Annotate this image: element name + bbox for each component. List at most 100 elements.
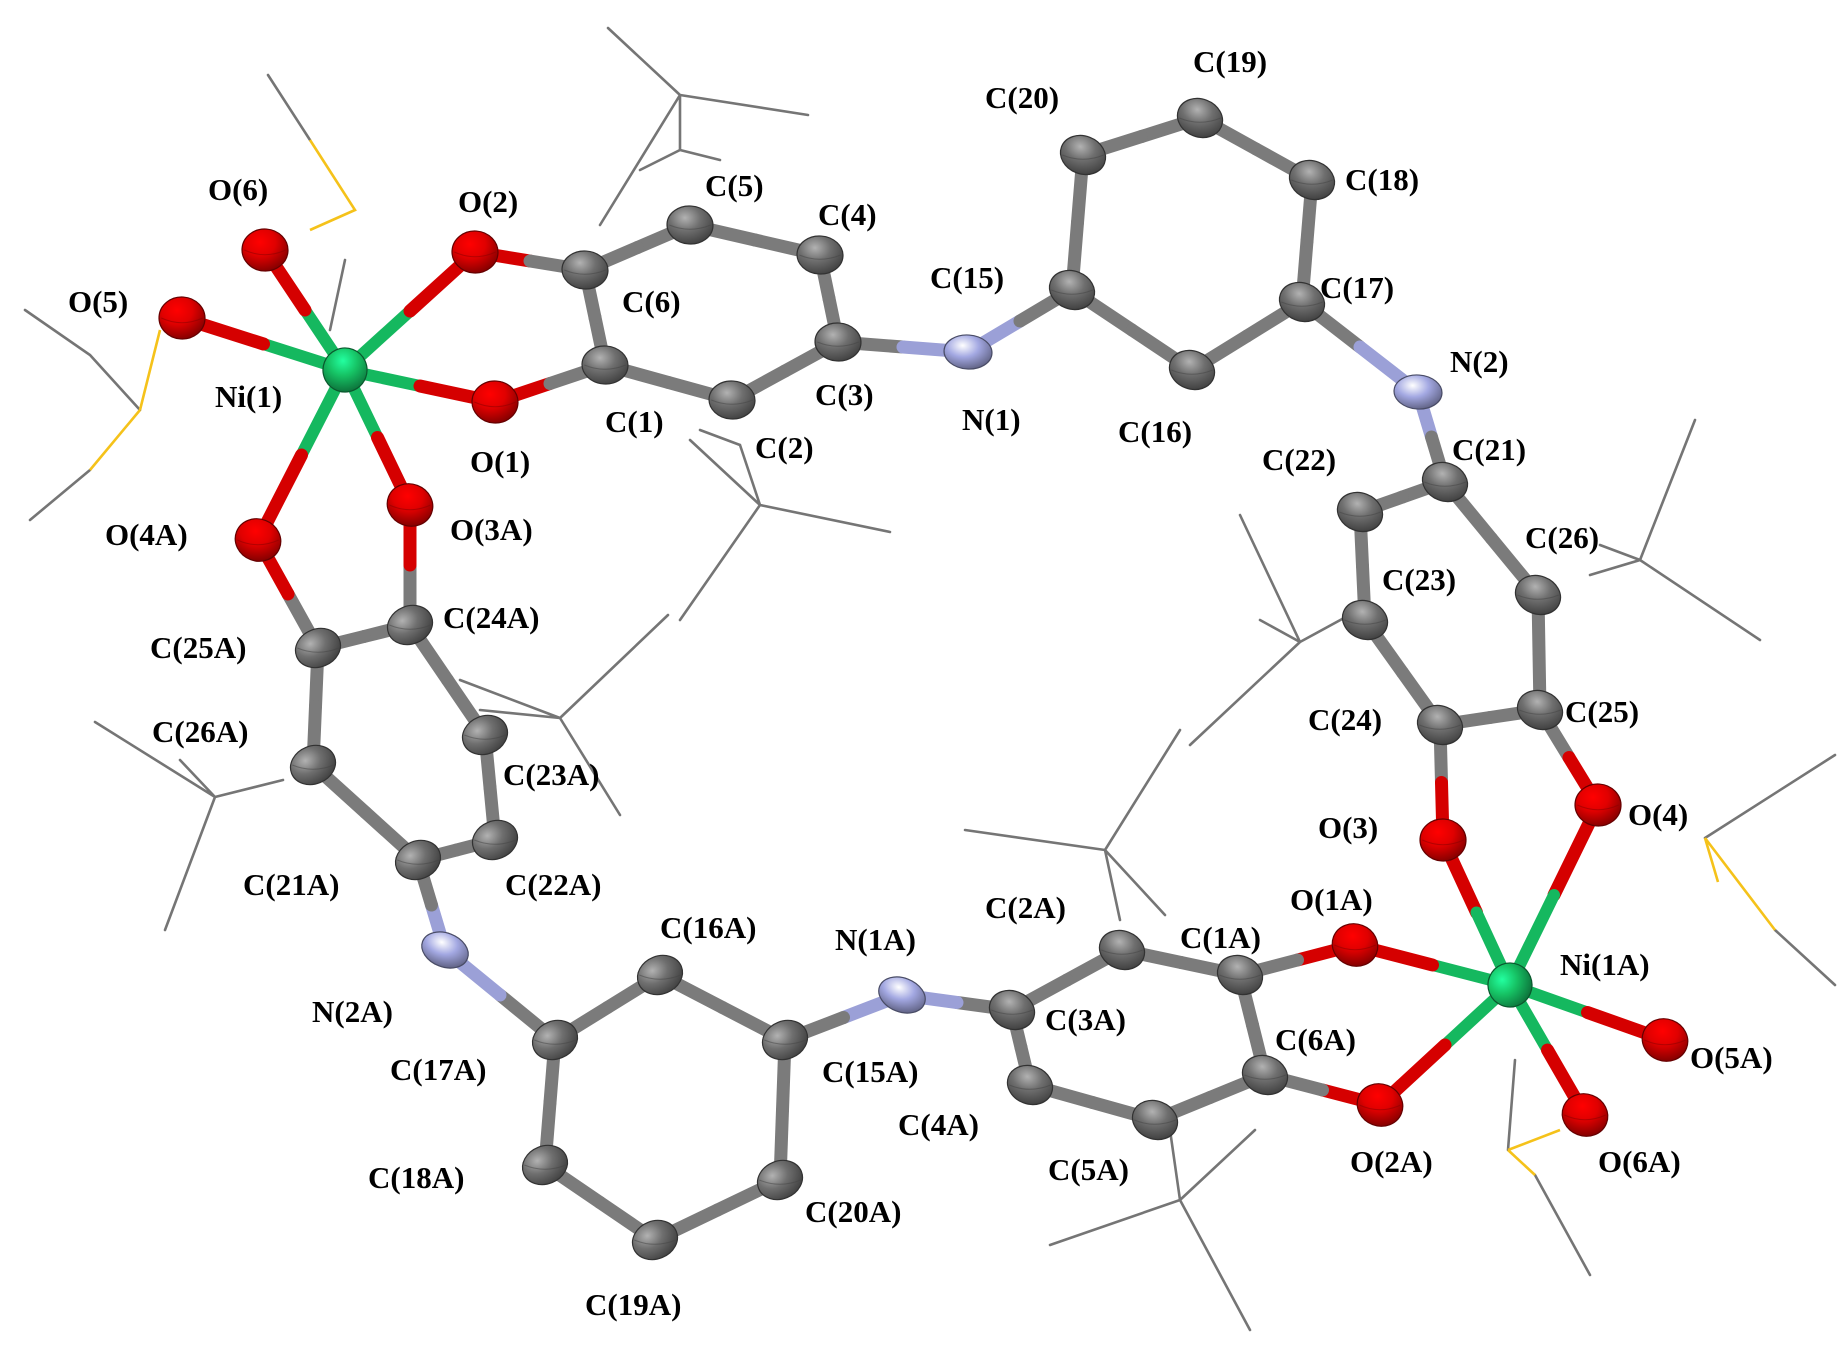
atom-c17a bbox=[531, 1019, 579, 1061]
bond-Ni1A-O2A bbox=[1373, 979, 1516, 1112]
atom-o4a bbox=[234, 518, 282, 562]
atom-c21 bbox=[1421, 461, 1469, 503]
atom-label-c5a: C(5A) bbox=[1048, 1152, 1129, 1187]
atom-label-c6: C(6) bbox=[622, 284, 681, 319]
atom-ni1a bbox=[1487, 962, 1533, 1008]
atom-axis-c6 bbox=[564, 269, 606, 275]
solvent-wire-o6a bbox=[1506, 1058, 1592, 1277]
atom-o1a bbox=[1331, 923, 1379, 967]
atom-label-c6a: C(6A) bbox=[1275, 1022, 1356, 1057]
tbutyl-wire-c26a bbox=[93, 720, 285, 932]
bond-C15A-C16A bbox=[653, 968, 792, 1047]
atom-label-c20a: C(20A) bbox=[805, 1194, 901, 1229]
atom-c3a bbox=[988, 989, 1036, 1031]
atom-axis-c19 bbox=[1179, 117, 1221, 123]
atom-axis-c16 bbox=[1171, 369, 1213, 375]
atom-axis-c3a bbox=[991, 1009, 1033, 1015]
atom-c3 bbox=[814, 322, 862, 362]
atom-c22 bbox=[1336, 491, 1384, 533]
atom-c19 bbox=[1176, 97, 1224, 139]
atom-o6a bbox=[1561, 1093, 1609, 1137]
atom-c26a bbox=[289, 744, 337, 786]
atom-label-o6: O(6) bbox=[208, 172, 268, 207]
atom-axis-c21a bbox=[397, 859, 439, 865]
bond-C20-C15 bbox=[1065, 148, 1090, 297]
solvent-wire-o5a bbox=[1703, 753, 1837, 987]
atom-axis-c18a bbox=[524, 1164, 566, 1170]
atom-axis-c23 bbox=[1344, 619, 1386, 625]
atom-o5a bbox=[1641, 1018, 1689, 1062]
atom-axis-o2 bbox=[454, 251, 496, 258]
atom-axis-o6a bbox=[1564, 1114, 1606, 1121]
atom-label-c22a: C(22A) bbox=[505, 867, 601, 902]
atom-axis-c1 bbox=[584, 364, 626, 370]
atom-label-c3: C(3) bbox=[815, 377, 874, 412]
atom-axis-c15a bbox=[764, 1039, 806, 1045]
atom-n2a bbox=[421, 931, 469, 969]
atom-label-o2a: O(2A) bbox=[1350, 1144, 1433, 1179]
atom-o2 bbox=[451, 230, 499, 274]
label-layer: Ni(1)O(1)O(2)O(5)O(6)O(3A)O(4A)C(1)C(2)C… bbox=[68, 44, 1773, 1322]
atom-c19a bbox=[631, 1219, 679, 1261]
atom-c16 bbox=[1168, 349, 1216, 391]
atom-o4 bbox=[1574, 783, 1622, 827]
atom-c18 bbox=[1288, 159, 1336, 201]
atom-c25 bbox=[1516, 689, 1564, 731]
atom-c2a bbox=[1098, 929, 1146, 971]
atom-n1 bbox=[943, 334, 993, 370]
atom-layer bbox=[158, 97, 1689, 1261]
atom-label-n1: N(1) bbox=[962, 402, 1021, 437]
atom-axis-c3 bbox=[817, 341, 859, 347]
atom-c15a bbox=[761, 1019, 809, 1061]
tbutyl-wire-c2 bbox=[678, 428, 892, 622]
atom-c6a bbox=[1241, 1054, 1289, 1096]
atom-c5a bbox=[1131, 1099, 1179, 1141]
atom-label-c4a: C(4A) bbox=[898, 1107, 979, 1142]
atom-c26 bbox=[1514, 574, 1562, 616]
atom-label-n2: N(2) bbox=[1450, 344, 1509, 379]
atom-label-c23: C(23) bbox=[1382, 562, 1456, 597]
atom-o1 bbox=[471, 380, 519, 424]
bond-O3-Ni1A bbox=[1436, 833, 1516, 991]
atom-axis-o4 bbox=[1577, 804, 1619, 811]
atom-n1a bbox=[878, 976, 926, 1014]
atom-c1a bbox=[1216, 954, 1264, 996]
atom-label-c2a: C(2A) bbox=[985, 890, 1066, 925]
atom-axis-c4 bbox=[799, 254, 841, 260]
atom-label-c2: C(2) bbox=[755, 430, 814, 465]
bond-Ni1A-O1A bbox=[1348, 938, 1516, 991]
atom-label-c15: C(15) bbox=[930, 260, 1004, 295]
atom-label-n2a: N(2A) bbox=[312, 994, 393, 1029]
atom-axis-c26a bbox=[292, 764, 334, 770]
atom-axis-c18 bbox=[1291, 179, 1333, 185]
atom-c5 bbox=[666, 205, 714, 245]
atom-n2 bbox=[1393, 374, 1443, 410]
atom-axis-c4a bbox=[1009, 1084, 1051, 1090]
atom-label-c18: C(18) bbox=[1345, 162, 1419, 197]
atom-c21a bbox=[394, 839, 442, 881]
atom-axis-c22a bbox=[474, 839, 516, 845]
atom-label-c21a: C(21A) bbox=[243, 867, 339, 902]
atom-label-c19a: C(19A) bbox=[585, 1287, 681, 1322]
atom-c20 bbox=[1059, 134, 1107, 176]
atom-axis-c23a bbox=[464, 734, 506, 740]
atom-axis-o3a bbox=[389, 504, 431, 511]
atom-c17 bbox=[1278, 281, 1326, 323]
atom-axis-c24a bbox=[389, 624, 431, 630]
atom-axis-o2a bbox=[1359, 1104, 1401, 1111]
atom-label-c18a: C(18A) bbox=[368, 1160, 464, 1195]
atom-axis-o3 bbox=[1422, 839, 1464, 846]
atom-c16a bbox=[636, 954, 684, 996]
atom-axis-o5 bbox=[161, 317, 203, 324]
atom-axis-c22 bbox=[1339, 511, 1381, 517]
atom-c6 bbox=[561, 250, 609, 290]
atom-axis-c21 bbox=[1424, 481, 1466, 487]
bond-C20A-C15A bbox=[773, 1033, 792, 1187]
atom-label-c17a: C(17A) bbox=[390, 1052, 486, 1087]
atom-label-c5: C(5) bbox=[705, 168, 764, 203]
atom-c2 bbox=[708, 380, 756, 420]
atom-axis-c25 bbox=[1519, 709, 1561, 715]
atom-axis-c17 bbox=[1281, 301, 1323, 307]
